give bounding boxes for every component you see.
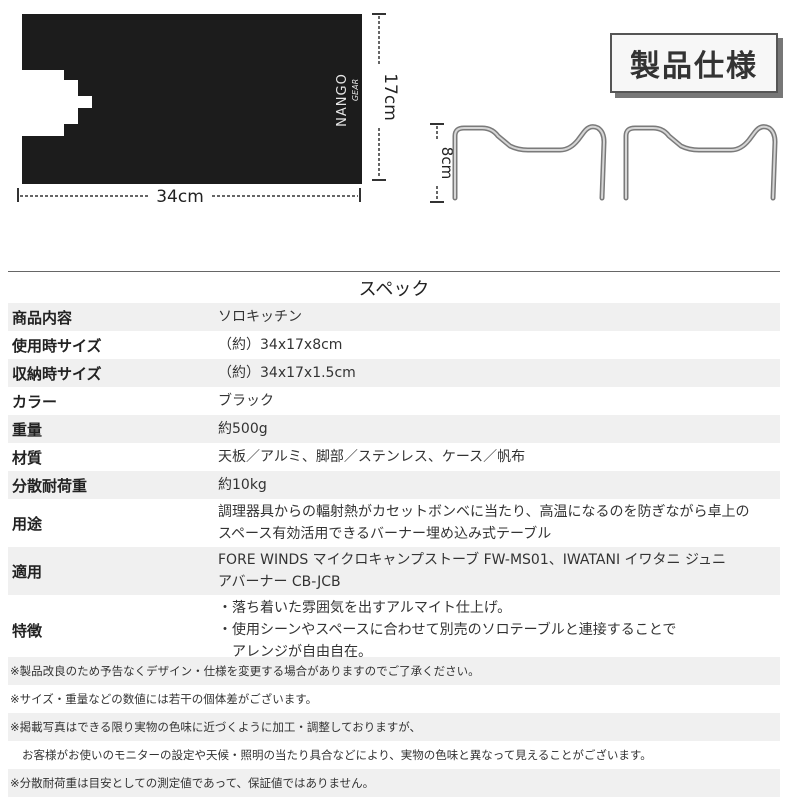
spec-row-material: 材質 天板／アルミ、脚部／ステンレス、ケース／帆布 <box>8 443 780 471</box>
spec-row-storage-size: 収納時サイズ （約）34x17x1.5cm <box>8 359 780 387</box>
product-spec-badge: 製品仕様 <box>610 33 778 93</box>
spec-key: 適用 <box>12 562 43 581</box>
spec-value: FORE WINDS マイクロキャンプストーブ FW-MS01、IWATANI … <box>218 552 726 590</box>
spec-row-features: 特徴 ・落ち着いた雰囲気を出すアルマイト仕上げ。 ・使用シーンやスペースに合わせ… <box>8 595 780 665</box>
spec-key: 特徴 <box>12 621 43 640</box>
stainless-leg-right <box>623 124 778 201</box>
width-dimension-label: 34cm <box>156 187 204 207</box>
spec-value: （約）34x17x8cm <box>218 337 343 353</box>
tabletop-plate <box>22 14 362 184</box>
spec-key: 材質 <box>12 448 43 467</box>
spec-table-title: スペック <box>8 271 780 305</box>
note-item: ※製品改良のため予告なくデザイン・仕様を変更する場合がありますのでご了承ください… <box>8 657 780 685</box>
spec-row-compatibility: 適用 FORE WINDS マイクロキャンプストーブ FW-MS01、IWATA… <box>8 547 780 595</box>
product-hero: NANGO GEAR 34cm 17cm 8cm <box>0 0 800 262</box>
spec-row-contents: 商品内容 ソロキッチン <box>8 303 780 331</box>
note-item: ※サイズ・重量などの数値には若干の個体差がございます。 <box>10 692 318 706</box>
depth-dimension-label: 17cm <box>380 73 400 121</box>
stainless-leg-left <box>452 124 607 201</box>
spec-value: （約）34x17x1.5cm <box>218 365 356 381</box>
svg-text:NANGO: NANGO <box>335 73 350 127</box>
spec-key: 重量 <box>12 420 43 439</box>
note-item: お客様がお使いのモニターの設定や天候・照明の当たり具合などにより、実物の色味と異… <box>22 748 652 762</box>
spec-value: ・落ち着いた雰囲気を出すアルマイト仕上げ。 ・使用シーンやスペースに合わせて別売… <box>218 600 677 660</box>
spec-table: 商品内容 ソロキッチン 使用時サイズ （約）34x17x8cm 収納時サイズ （… <box>8 303 780 665</box>
product-illustration: NANGO GEAR 34cm 17cm 8cm <box>17 13 778 207</box>
spec-value: 約500g <box>218 421 268 437</box>
spec-key: 収納時サイズ <box>12 364 102 383</box>
spec-row-use-size: 使用時サイズ （約）34x17x8cm <box>8 331 780 359</box>
spec-value: 天板／アルミ、脚部／ステンレス、ケース／帆布 <box>218 449 526 465</box>
svg-text:GEAR: GEAR <box>351 79 360 101</box>
spec-key: 商品内容 <box>12 308 73 327</box>
spec-value: ソロキッチン <box>218 309 302 325</box>
spec-key: 用途 <box>12 514 43 533</box>
spec-row-weight: 重量 約500g <box>8 415 780 443</box>
note-item: ※掲載写真はできる限り実物の色味に近づくように加工・調整しておりますが、 <box>8 713 780 741</box>
disclaimer-notes: ※製品改良のため予告なくデザイン・仕様を変更する場合がありますのでご了承ください… <box>8 657 780 797</box>
spec-value: 約10kg <box>218 477 267 493</box>
spec-key: 分散耐荷重 <box>12 476 88 495</box>
spec-value: 調理器具からの輻射熱がカセットボンベに当たり、高温になるのを防ぎながら卓上の ス… <box>218 504 750 542</box>
spec-row-load-capacity: 分散耐荷重 約10kg <box>8 471 780 499</box>
spec-value: ブラック <box>218 393 274 409</box>
spec-row-color: カラー ブラック <box>8 387 780 415</box>
brand-logo: NANGO GEAR <box>335 73 360 127</box>
spec-key: 使用時サイズ <box>12 336 102 355</box>
spec-row-purpose: 用途 調理器具からの輻射熱がカセットボンベに当たり、高温になるのを防ぎながら卓上… <box>8 499 780 547</box>
spec-key: カラー <box>12 392 58 411</box>
height-dimension-label: 8cm <box>438 147 456 179</box>
note-item: ※分散耐荷重は目安としての測定値であって、保証値ではありません。 <box>8 769 780 797</box>
